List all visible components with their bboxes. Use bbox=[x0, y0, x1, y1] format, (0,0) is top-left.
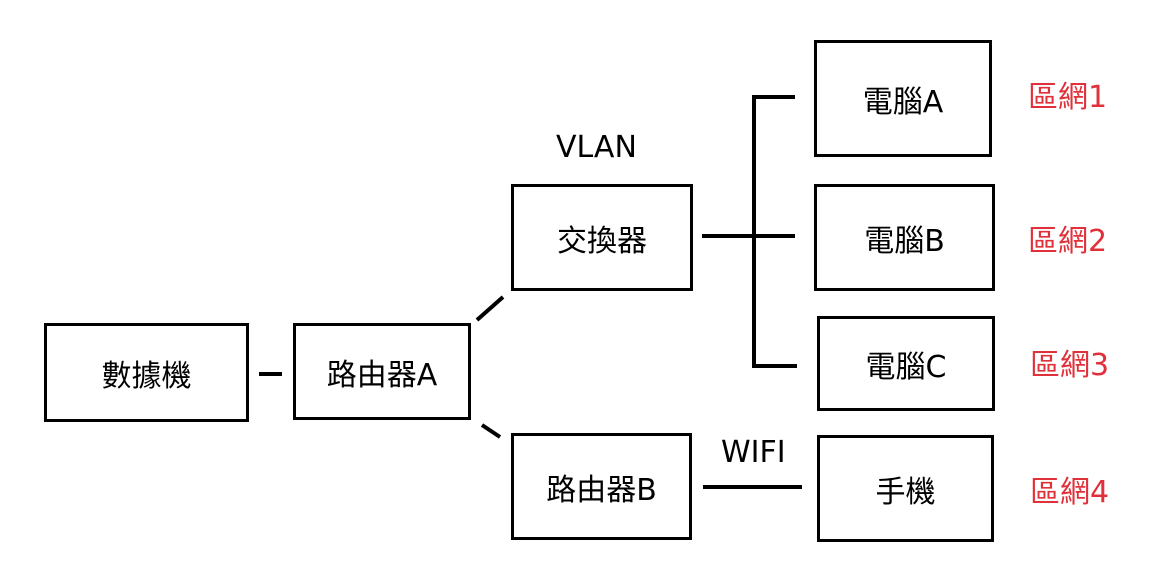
link-router-a-router-b bbox=[480, 423, 502, 439]
router-a-label: 路由器A bbox=[326, 357, 438, 393]
zone-4-label: 區網4 bbox=[1030, 475, 1110, 510]
zone-3-label: 區網3 bbox=[1030, 348, 1110, 383]
pc-c-box: 電腦C bbox=[817, 316, 995, 411]
pc-b-box: 電腦B bbox=[814, 184, 995, 291]
pc-c-label: 電腦C bbox=[865, 349, 947, 385]
modem-box: 數據機 bbox=[44, 323, 249, 422]
phone-box: 手機 bbox=[817, 435, 994, 542]
pc-b-label: 電腦B bbox=[864, 223, 945, 259]
pc-a-box: 電腦A bbox=[814, 40, 992, 157]
switch-label: 交換器 bbox=[557, 223, 647, 259]
router-a-box: 路由器A bbox=[293, 323, 471, 420]
zone-1-label: 區網1 bbox=[1028, 80, 1108, 115]
wifi-label: WIFI bbox=[721, 435, 786, 470]
phone-label: 手機 bbox=[875, 474, 936, 510]
router-b-label: 路由器B bbox=[546, 472, 657, 508]
link-router-a-switch bbox=[475, 295, 505, 322]
zone-2-label: 區網2 bbox=[1028, 224, 1108, 259]
modem-label: 數據機 bbox=[101, 358, 192, 394]
switch-box: 交換器 bbox=[511, 184, 693, 291]
router-b-box: 路由器B bbox=[511, 433, 692, 540]
vlan-label: VLAN bbox=[556, 130, 637, 165]
pc-a-label: 電腦A bbox=[862, 84, 944, 120]
